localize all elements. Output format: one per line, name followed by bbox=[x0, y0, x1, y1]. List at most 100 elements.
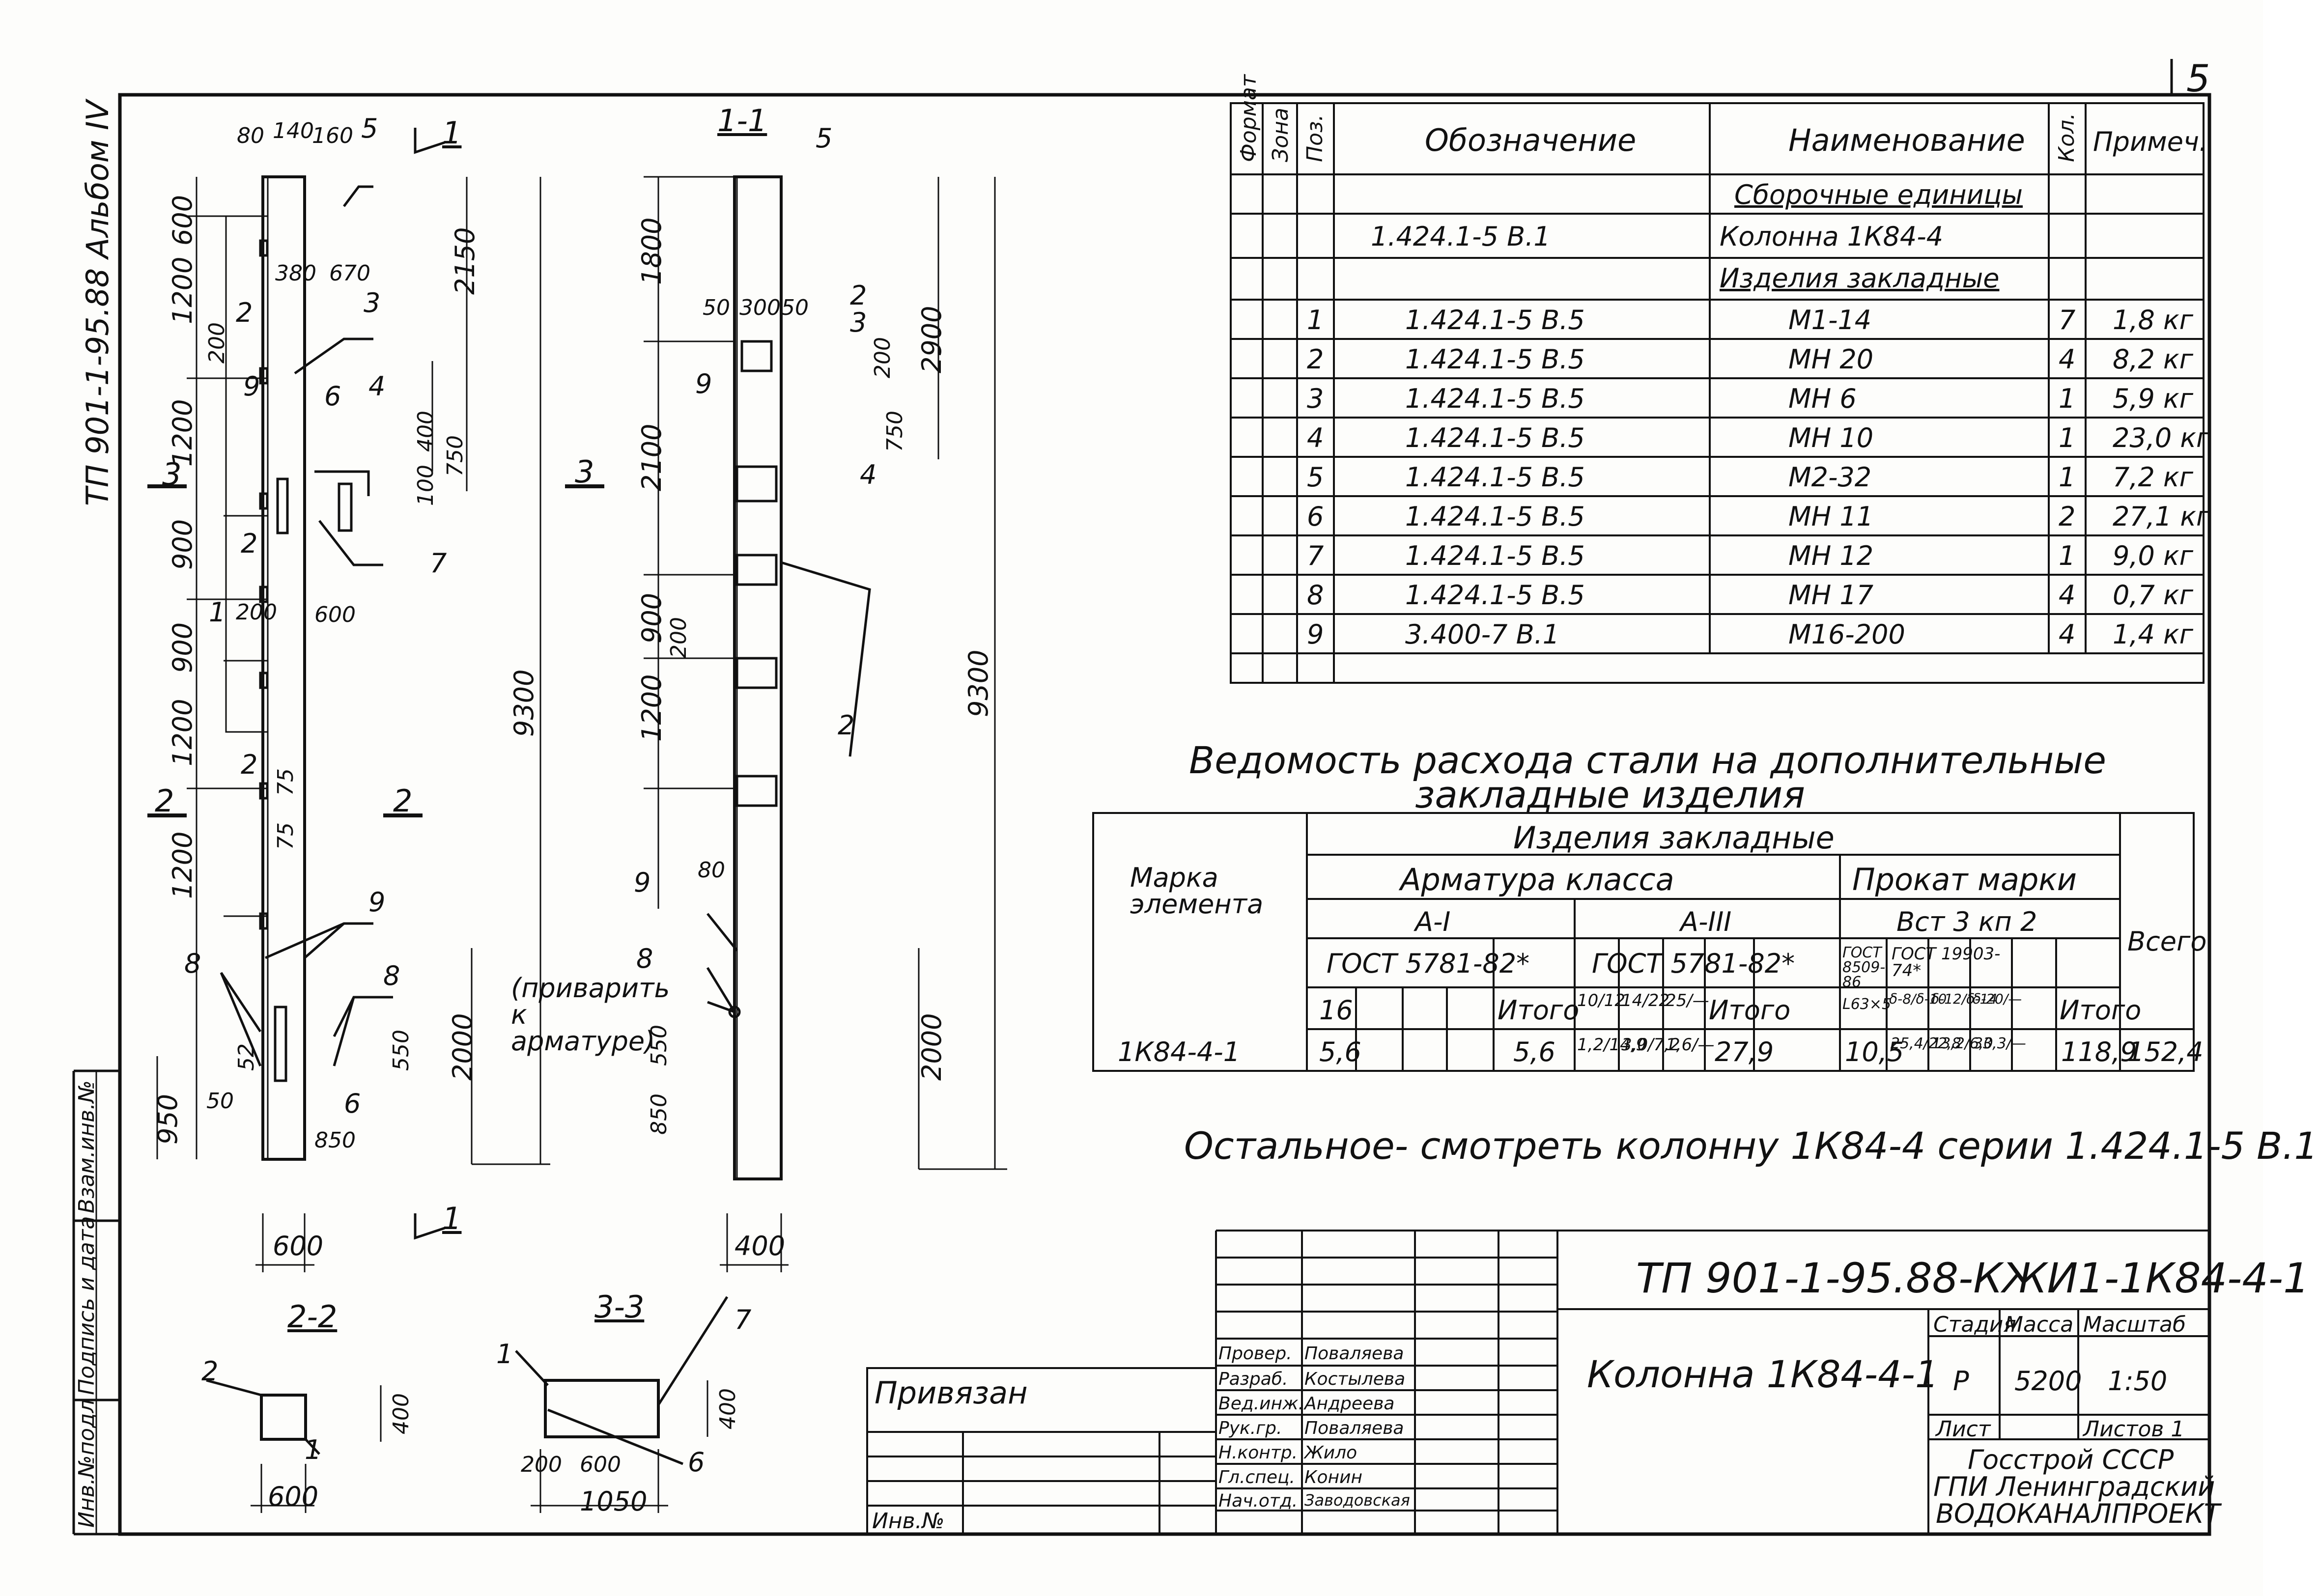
dim-label: 1200 bbox=[167, 699, 198, 766]
steel-header-rolled: Прокат марки bbox=[1852, 862, 2077, 897]
stage-value: Р bbox=[1953, 1366, 1969, 1397]
mass-value: 5200 bbox=[2014, 1366, 2082, 1397]
role-label: Нач.отд. bbox=[1218, 1491, 1298, 1511]
spec-row-note: 8,2 кг bbox=[2113, 344, 2194, 375]
scale-label: Масштаб bbox=[2083, 1312, 2186, 1337]
spec-row-designation: 3.400-7 В.1 bbox=[1405, 619, 1560, 650]
dim-label: 380 bbox=[275, 261, 316, 286]
page-number: 5 bbox=[2186, 56, 2210, 100]
spec-row-name: М2-32 bbox=[1788, 462, 1872, 493]
dim-label: 750 bbox=[443, 435, 468, 476]
role-label: Вед.инж. bbox=[1218, 1394, 1304, 1414]
stamp-signature-label: Подпись и дата bbox=[74, 1216, 99, 1395]
dim-label: 900 bbox=[167, 622, 198, 673]
steel-v-rolled-total: 118,9 bbox=[2061, 1036, 2137, 1067]
cut-mark-label: 3 bbox=[162, 456, 182, 492]
sheets-label: Листов 1 bbox=[2083, 1417, 2185, 1442]
steel-dia-a3-2: 14/22 bbox=[1621, 991, 1669, 1010]
spec-section-assembly: Сборочные единицы bbox=[1734, 179, 2023, 210]
spec-row-qty: 4 bbox=[2059, 619, 2076, 650]
pos-callout: 6 bbox=[344, 1088, 361, 1119]
dim-label: 50 bbox=[781, 295, 809, 320]
steel-itogo-a1: Итого bbox=[1498, 995, 1580, 1026]
dim-label: 400 bbox=[389, 1393, 414, 1434]
dim-label: 50 bbox=[703, 295, 730, 320]
steel-v-plate-2: 13,2/6,0 bbox=[1932, 1035, 1993, 1052]
steel-title-line1: Ведомость расхода стали на дополнительны… bbox=[1189, 738, 2107, 782]
spec-table-lines bbox=[1230, 102, 2205, 684]
pos-callout: 5 bbox=[361, 113, 378, 144]
dim-label: 900 bbox=[167, 519, 198, 570]
spec-section-embedded: Изделия закладные bbox=[1720, 263, 2000, 294]
steel-dia-a3-1: 10/12 bbox=[1577, 991, 1625, 1010]
steel-row-mark: 1К84-4-1 bbox=[1118, 1036, 1241, 1067]
steel-v-a3-total: 27,9 bbox=[1715, 1036, 1774, 1067]
spec-row-note: 1,8 кг bbox=[2113, 305, 2194, 336]
pos-callout: 2 bbox=[236, 297, 253, 328]
pos-callout: 9 bbox=[695, 368, 712, 399]
spec-row-pos: 6 bbox=[1307, 501, 1324, 532]
dim-label: 1200 bbox=[167, 256, 198, 324]
dim-label: 200 bbox=[666, 617, 691, 658]
dim-label: 400 bbox=[735, 1231, 786, 1261]
spec-header-format: Формат bbox=[1236, 74, 1261, 162]
section-2-2-title: 2-2 bbox=[287, 1299, 338, 1335]
dim-label: 200 bbox=[236, 600, 277, 625]
dim-label: 550 bbox=[389, 1030, 414, 1071]
section-3-3 bbox=[515, 1296, 729, 1513]
scale-value: 1:50 bbox=[2108, 1366, 2168, 1397]
steel-dia-plate-2: δ-12/δ-14 bbox=[1931, 991, 1998, 1007]
dim-label: 1800 bbox=[636, 217, 667, 285]
steel-gost-angle: ГОСТ 8509-86 bbox=[1842, 944, 1886, 991]
dim-label: 600 bbox=[580, 1452, 621, 1477]
pos-callout: 1 bbox=[305, 1434, 322, 1465]
weld-note: (приварить к арматуре) bbox=[511, 973, 670, 1057]
dim-label: 75 bbox=[273, 822, 298, 850]
section-1-1-title: 1-1 bbox=[717, 103, 767, 139]
spec-row-pos: 8 bbox=[1307, 580, 1324, 611]
spec-row-pos: 4 bbox=[1307, 422, 1324, 453]
org-line3: ВОДОКАНАЛПРОЕКТ bbox=[1936, 1498, 2220, 1529]
spec-row-designation: 1.424.1-5 В.5 bbox=[1405, 422, 1585, 453]
cut-mark-label: 3 bbox=[575, 454, 594, 490]
spec-row-qty: 1 bbox=[2059, 422, 2076, 453]
drawing-sheet: 5 ТП 901-1-95.88 Альбом IV Инв.№подл Под… bbox=[72, 56, 2318, 1536]
spec-header-qty: Кол. bbox=[2054, 112, 2079, 162]
dim-label: 80 bbox=[698, 858, 725, 883]
dim-label: 300 bbox=[739, 295, 781, 320]
steel-dia-plate-1: δ-8/δ-10 bbox=[1889, 991, 1947, 1007]
person-name: Поваляева bbox=[1304, 1418, 1404, 1438]
person-name: Конин bbox=[1304, 1467, 1363, 1487]
steel-gost-a3: ГОСТ 5781-82* bbox=[1592, 948, 1795, 979]
spec-row-name: М16-200 bbox=[1788, 619, 1905, 650]
spec-row-designation: 1.424.1-5 В.5 bbox=[1405, 462, 1585, 493]
steel-table-lines bbox=[1092, 812, 2195, 1072]
spec-header-pos: Поз. bbox=[1302, 114, 1328, 162]
spec-row-qty: 4 bbox=[2059, 580, 2076, 611]
dim-label: 200 bbox=[870, 337, 895, 378]
mass-label: Масса bbox=[2005, 1312, 2074, 1337]
spec-row-qty: 1 bbox=[2059, 540, 2076, 571]
person-name: Андреева bbox=[1304, 1394, 1395, 1414]
pos-callout: 9 bbox=[634, 867, 651, 898]
spec-header-name: Наименование bbox=[1788, 122, 2025, 158]
stamp-replaced-label: Взам.инв.№ bbox=[74, 1080, 99, 1213]
steel-header-a1: А-I bbox=[1415, 906, 1451, 937]
steel-header-rebar: Арматура класса bbox=[1400, 862, 1674, 897]
steel-v-angle: 10,5 bbox=[1845, 1036, 1904, 1067]
dim-label: 1200 bbox=[636, 674, 667, 742]
spec-row-pos: 7 bbox=[1307, 540, 1324, 571]
steel-title-line2: закладные изделия bbox=[1415, 773, 1805, 816]
steel-dia-angle: L63×5 bbox=[1842, 996, 1892, 1013]
dim-label: 80 bbox=[237, 123, 264, 148]
spec-row-note: 9,0 кг bbox=[2113, 540, 2194, 571]
spec-row-qty: 4 bbox=[2059, 344, 2076, 375]
dim-label: 50 bbox=[206, 1089, 234, 1114]
role-label: Провер. bbox=[1218, 1344, 1292, 1364]
dim-label: 2000 bbox=[916, 1013, 947, 1081]
pos-callout: 5 bbox=[816, 123, 833, 154]
album-code: ТП 901-1-95.88 Альбом IV bbox=[80, 100, 115, 506]
section-3-3-title: 3-3 bbox=[594, 1289, 645, 1325]
role-label: Рук.гр. bbox=[1218, 1418, 1282, 1438]
spec-header-designation: Обозначение bbox=[1425, 122, 1637, 158]
